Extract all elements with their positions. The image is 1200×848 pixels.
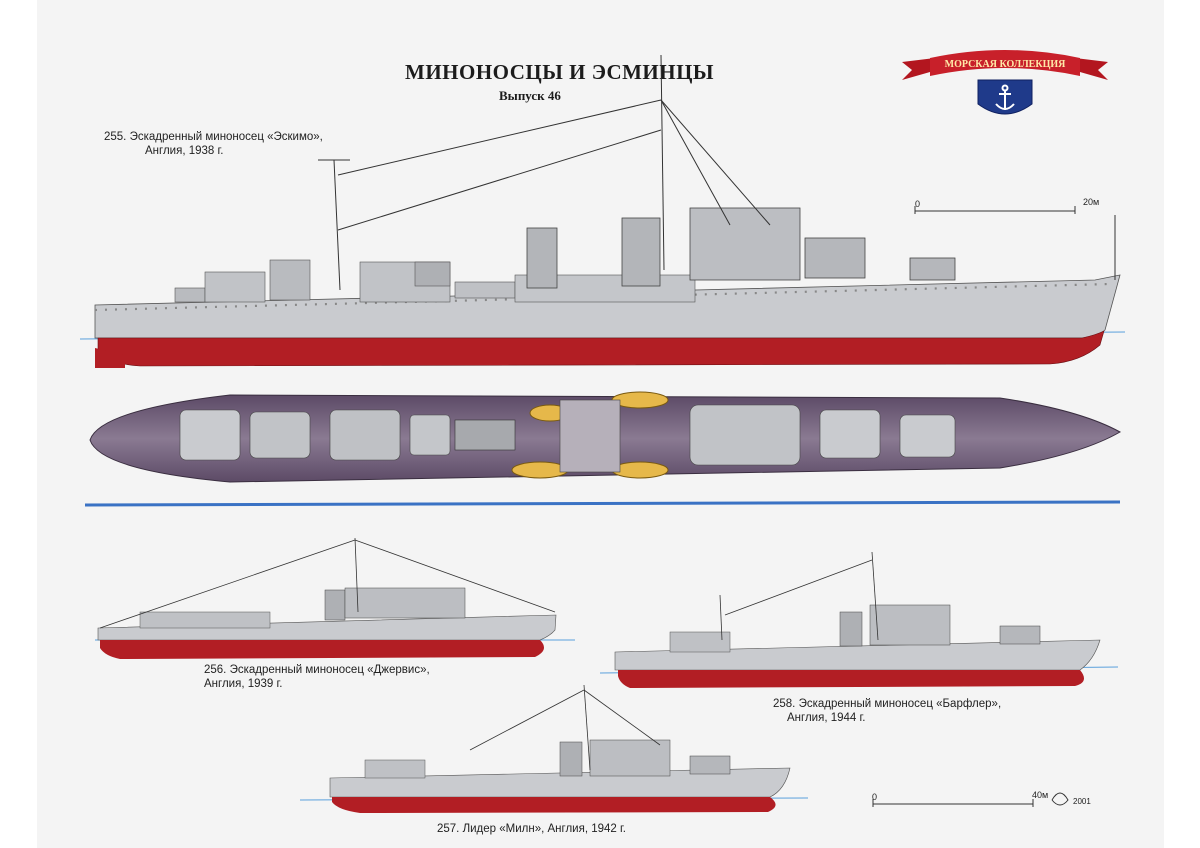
caption-ship-257: 257. Лидер «Милн», Англия, 1942 г. bbox=[437, 823, 626, 835]
scale-bottom-end: 40м bbox=[1032, 790, 1049, 800]
superstructure bbox=[139, 611, 271, 629]
artist-signature bbox=[1051, 792, 1069, 806]
hull-upper bbox=[614, 639, 1101, 671]
fore-turret bbox=[689, 755, 731, 775]
plan-a-turret bbox=[899, 414, 956, 458]
aft-turret bbox=[364, 759, 426, 779]
a-turret bbox=[909, 257, 956, 281]
ship-255-profile bbox=[79, 54, 1126, 368]
scale-bar-top bbox=[914, 206, 1076, 214]
masts-rigging bbox=[318, 54, 1116, 291]
bridge bbox=[869, 604, 951, 646]
hull-upper bbox=[329, 767, 791, 798]
logo-text: МОРСКАЯ КОЛЛЕКЦИЯ bbox=[945, 59, 1067, 70]
plan-boat-2 bbox=[611, 391, 669, 409]
plan-q-turret bbox=[409, 414, 451, 456]
ship-257-profile bbox=[299, 684, 809, 813]
signature-year: 2001 bbox=[1073, 797, 1091, 806]
logo-ribbon bbox=[930, 50, 1080, 76]
aft-guns bbox=[669, 631, 731, 653]
x-turret bbox=[269, 259, 311, 301]
issue-number: Выпуск 46 bbox=[499, 88, 561, 103]
caption-ship-258: 258. Эскадренный миноносец «Барфлер», Ан… bbox=[773, 698, 1002, 724]
bridge bbox=[344, 587, 466, 619]
scale-bottom-start: 0 bbox=[872, 792, 878, 802]
torpedo-tubes bbox=[454, 281, 516, 299]
scale-top-start: 0 bbox=[915, 199, 921, 209]
plan-funnels bbox=[559, 399, 621, 473]
scale-bar-bottom bbox=[872, 799, 1034, 807]
b-turret bbox=[804, 237, 866, 279]
caption-ship-255: 255. Эскадренный миноносец «Эскимо», Анг… bbox=[104, 131, 323, 157]
plan-x-turret bbox=[249, 411, 311, 459]
plan-boat-4 bbox=[611, 461, 669, 479]
caption-ship-256: 256. Эскадренный миноносец «Джервис», Ан… bbox=[204, 664, 430, 690]
aft-deckhouse bbox=[204, 271, 266, 303]
rigging bbox=[99, 537, 556, 629]
ship-255-plan bbox=[89, 391, 1122, 483]
logo-ribbon-right bbox=[1075, 58, 1108, 80]
aft-turret bbox=[174, 287, 206, 303]
ship-258-profile bbox=[599, 551, 1119, 688]
plan-deckhouse bbox=[329, 409, 401, 461]
logo: МОРСКАЯ КОЛЛЕКЦИЯ bbox=[902, 50, 1108, 115]
logo-ribbon-left bbox=[902, 58, 935, 80]
page-title: МИНОНОСЦЫ И ЭСМИНЦЫ bbox=[405, 60, 715, 84]
hull-red bbox=[100, 640, 544, 659]
anchor-icon bbox=[995, 84, 1015, 110]
funnel bbox=[324, 589, 346, 621]
ship-256-profile bbox=[95, 537, 575, 659]
plan-aft-turret bbox=[179, 409, 241, 461]
section-divider bbox=[84, 500, 1121, 507]
rigging bbox=[719, 551, 879, 641]
hull-red bbox=[618, 670, 1084, 688]
rigging bbox=[469, 684, 661, 771]
bridge bbox=[689, 207, 801, 281]
funnel bbox=[559, 741, 583, 777]
fore-funnel bbox=[621, 217, 661, 287]
plan-b-turret bbox=[819, 409, 881, 459]
q-turret bbox=[414, 261, 451, 287]
hull-upper bbox=[97, 614, 557, 641]
scale-top-end: 20м bbox=[1083, 197, 1100, 207]
aft-funnel bbox=[526, 227, 558, 289]
funnel bbox=[839, 611, 863, 647]
fore-turret bbox=[999, 625, 1041, 645]
bridge bbox=[589, 739, 671, 777]
hull-red bbox=[332, 797, 776, 813]
plan-torpedo-tubes bbox=[454, 419, 516, 451]
plan-boat-3 bbox=[511, 461, 569, 479]
rudder bbox=[95, 348, 125, 368]
plan-bridge bbox=[689, 404, 801, 466]
